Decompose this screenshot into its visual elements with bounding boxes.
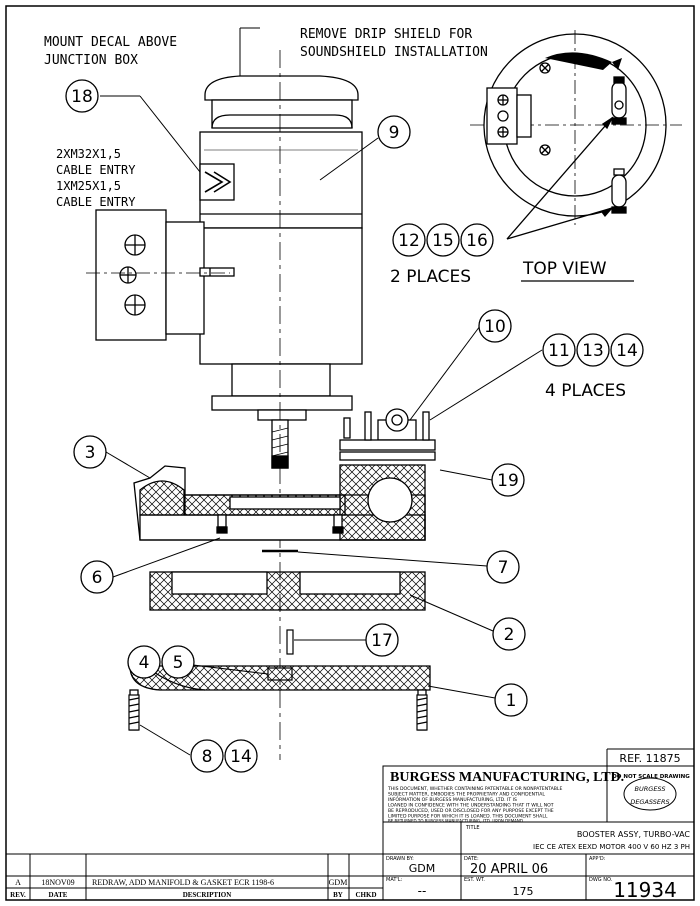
balloon-7 (486, 550, 520, 584)
drawn-by: GDM (409, 862, 436, 875)
balloon-8 (190, 739, 224, 773)
logo-text: BURGESS (635, 785, 666, 793)
chkd-header: CHKD (356, 891, 377, 899)
material: -- (418, 884, 427, 898)
legal-notice: BE REPRODUCED, USED OR DISCLOSED FOR ANY… (388, 808, 554, 814)
balloon-1 (494, 683, 528, 717)
note-decal: JUNCTION BOX (44, 53, 138, 68)
note-decal: MOUNT DECAL ABOVE (44, 35, 177, 50)
legal-notice: INFORMATION OF BURGESS MANUFACTURING, LT… (388, 797, 517, 803)
drawing-title: BOOSTER ASSY, TURBO-VAC (577, 830, 691, 839)
balloon-label: 17 (371, 631, 393, 651)
balloon-16 (460, 223, 494, 257)
legal-notice: LIMITED PURPOSE FOR WHICH IT IS LOANED. … (388, 814, 548, 820)
approved-label: APP'D: (589, 856, 606, 862)
est-weight-label: EST. WT. (464, 877, 485, 883)
legal-notice: SUBJECT MATTER, EMBODIES THE PROPRIETARY… (388, 792, 545, 798)
date-header: DATE (49, 891, 68, 899)
date-label: DATE: (464, 856, 479, 862)
revision-description: REDRAW, ADD MANIFOLD & GASKET ECR 1198-6 (92, 878, 274, 887)
leader-lines (100, 27, 543, 756)
drawn-by-label: DRAWN BY: (386, 856, 414, 862)
title-block (382, 748, 695, 901)
drawing-number: 11934 (613, 878, 677, 902)
balloon-12 (392, 223, 426, 257)
balloon-18 (65, 79, 99, 113)
legal-notice: LOANED IN CONFIDENCE WITH THE UNDERSTAND… (388, 803, 554, 809)
ref-number: REF. 11875 (619, 752, 680, 765)
balloon-label: 19 (497, 471, 519, 491)
places-2-label: 2 PLACES (390, 267, 471, 287)
est-weight: 175 (513, 885, 534, 898)
drawing-date: 20 APRIL 06 (470, 862, 548, 877)
legal-notice: THIS DOCUMENT, WHETHER CONTAINING PATENT… (387, 786, 562, 792)
bolts (128, 694, 428, 731)
logo-text: DEGASSERS (630, 798, 669, 806)
balloon-11 (542, 333, 576, 367)
gasket (149, 571, 426, 611)
no-scale-note: DO NOT SCALE DRAWING (612, 774, 690, 780)
pin (286, 629, 294, 655)
balloon-14-lower (224, 739, 258, 773)
clamp-assembly (339, 408, 436, 461)
balloon-label: 16 (466, 231, 488, 251)
balloon-4 (127, 645, 161, 679)
revision-by: GDM (329, 878, 348, 887)
note-cable-entry: 1XM25X1,5 (56, 179, 121, 193)
balloon-5 (161, 645, 195, 679)
dwg-no-label: DWG NO. (589, 877, 613, 883)
balloon-label: 14 (230, 747, 252, 767)
balloon-10 (478, 309, 512, 343)
legal-notice: BE RETURNED TO BURGESS MANUFACTURING, LT… (388, 819, 524, 824)
balloon-label: 14 (616, 341, 638, 361)
title-label: TITLE (465, 825, 480, 831)
top-view (470, 30, 682, 240)
balloon-label: 10 (484, 317, 506, 337)
balloon-15 (426, 223, 460, 257)
note-cable-entry: CABLE ENTRY (56, 163, 136, 177)
balloon-label: 9 (389, 123, 400, 143)
revision-letter: A (15, 878, 21, 887)
balloon-13 (576, 333, 610, 367)
note-drip-shield: REMOVE DRIP SHIELD FOR (300, 27, 472, 42)
note-cable-entry: CABLE ENTRY (56, 195, 136, 209)
by-header: BY (333, 891, 343, 899)
balloon-label: 12 (398, 231, 420, 251)
motor-assembly (86, 75, 363, 469)
manifold (133, 464, 426, 541)
revision-date: 18NOV09 (41, 878, 74, 887)
balloon-label: 13 (582, 341, 604, 361)
description-header: DESCRIPTION (183, 891, 232, 899)
balloon-2 (492, 617, 526, 651)
balloon-label: 8 (202, 747, 213, 767)
balloon-6 (80, 560, 114, 594)
balloon-label: 4 (139, 653, 150, 673)
drawing-subtitle: IEC CE ATEX EEXD MOTOR 400 V 60 HZ 3 PH (533, 843, 690, 851)
revision-block (5, 853, 384, 901)
balloon-9 (377, 115, 411, 149)
material-label: MAT'L: (386, 877, 403, 883)
balloon-19 (491, 463, 525, 497)
company-name: BURGESS MANUFACTURING, LTD. (390, 770, 624, 785)
note-drip-shield: SOUNDSHIELD INSTALLATION (300, 45, 488, 60)
rev-header: REV. (10, 891, 26, 899)
balloon-label: 3 (85, 443, 96, 463)
balloon-14 (610, 333, 644, 367)
balloon-label: 15 (432, 231, 454, 251)
balloon-3 (73, 435, 107, 469)
balloon-label: 18 (71, 87, 93, 107)
top-view-label: TOP VIEW (522, 259, 607, 279)
balloon-label: 11 (548, 341, 570, 361)
balloon-label: 1 (506, 691, 517, 711)
balloon-label: 6 (92, 568, 103, 588)
balloon-label: 2 (504, 625, 515, 645)
balloon-17 (365, 623, 399, 657)
balloon-label: 5 (173, 653, 184, 673)
note-cable-entry: 2XM32X1,5 (56, 147, 121, 161)
balloon-label: 7 (498, 558, 509, 578)
places-4-label: 4 PLACES (545, 381, 626, 401)
